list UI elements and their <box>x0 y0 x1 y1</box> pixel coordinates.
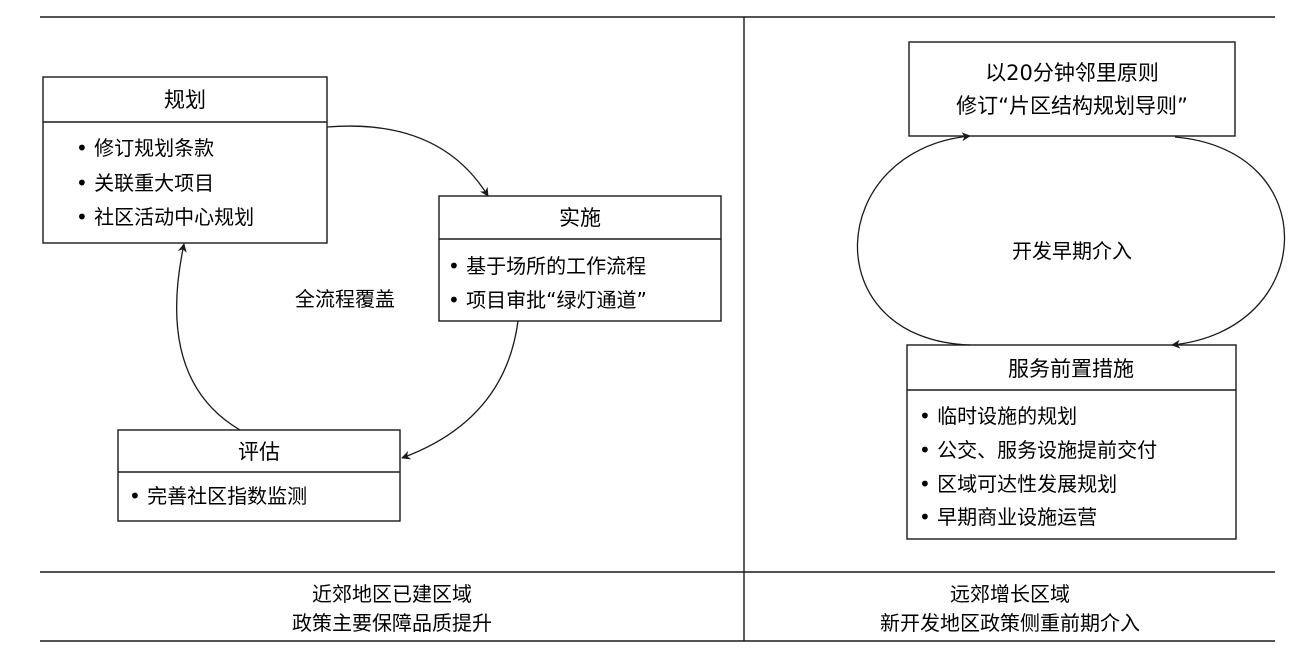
evaluate-title: 评估 <box>238 440 280 464</box>
loop-arrows <box>856 132 1286 349</box>
plan-item: • 社区活动中心规划 <box>76 205 254 229</box>
arrow-service-to-principle <box>856 132 971 346</box>
principle-line-1: 以20分钟邻里原则 <box>985 61 1159 85</box>
plan-box: 规划 • 修订规划条款 • 关联重大项目 • 社区活动中心规划 <box>42 76 328 244</box>
left-caption-line-1: 近郊地区已建区域 <box>312 582 472 606</box>
service-item: • 公交、服务设施提前交付 <box>919 438 1157 462</box>
left-caption: 近郊地区已建区域 政策主要保障品质提升 <box>292 582 492 635</box>
center-label: 开发早期介入 <box>1012 239 1132 263</box>
cycle-arrows <box>175 125 519 460</box>
service-box: 服务前置措施 • 临时设施的规划 • 公交、服务设施提前交付 • 区域可达性发展… <box>906 344 1237 540</box>
implement-item: • 基于场所的工作流程 <box>448 254 646 278</box>
principle-box: 以20分钟邻里原则 修订“片区结构规划导则” <box>908 41 1236 137</box>
principle-line-2: 修订“片区结构规划导则” <box>956 94 1188 118</box>
cycle-label: 全流程覆盖 <box>295 287 395 311</box>
evaluate-box: 评估 • 完善社区指数监测 <box>117 429 401 522</box>
service-item: • 早期商业设施运营 <box>919 505 1097 529</box>
implement-title: 实施 <box>559 206 601 230</box>
service-title: 服务前置措施 <box>1008 357 1134 381</box>
arrow-implement-to-evaluate <box>401 320 519 460</box>
arrow-evaluate-to-plan <box>175 243 241 431</box>
evaluate-item: • 完善社区指数监测 <box>129 484 307 508</box>
right-caption-line-1: 远郊增长区域 <box>950 582 1070 606</box>
service-item: • 临时设施的规划 <box>919 404 1077 428</box>
left-caption-line-2: 政策主要保障品质提升 <box>292 611 492 635</box>
plan-title: 规划 <box>164 88 206 112</box>
implement-item: • 项目审批“绿灯通道” <box>448 288 647 312</box>
right-caption-line-2: 新开发地区政策侧重前期介入 <box>880 611 1140 635</box>
arrow-principle-to-service <box>1171 136 1286 349</box>
right-caption: 远郊增长区域 新开发地区政策侧重前期介入 <box>880 582 1140 635</box>
plan-item: • 关联重大项目 <box>76 171 214 195</box>
plan-item: • 修订规划条款 <box>76 136 214 160</box>
service-item: • 区域可达性发展规划 <box>919 472 1117 496</box>
table-frame <box>40 16 1275 642</box>
implement-box: 实施 • 基于场所的工作流程 • 项目审批“绿灯通道” <box>438 195 722 322</box>
arrow-plan-to-implement <box>326 125 489 197</box>
